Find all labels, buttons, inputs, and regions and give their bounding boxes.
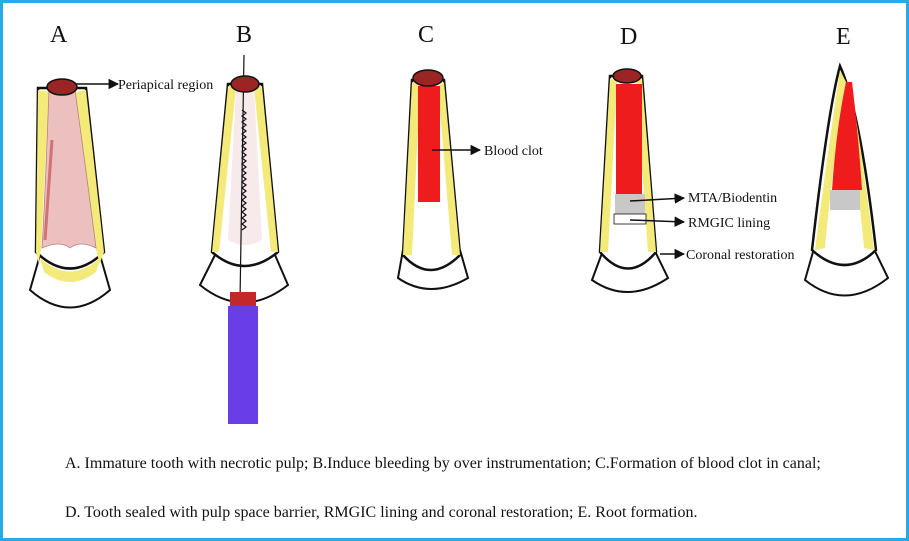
- tooth-b: [200, 55, 288, 424]
- blood-clot: [418, 86, 440, 202]
- apical-foramen: [231, 76, 259, 92]
- tooth-a: [30, 79, 110, 308]
- caption-line-1: A. Immature tooth with necrotic pulp; B.…: [65, 455, 821, 473]
- label-coronal-restoration: Coronal restoration: [686, 248, 794, 263]
- mta-barrier: [830, 190, 860, 210]
- label-periapical-region: Periapical region: [118, 78, 213, 93]
- label-rmgic-lining: RMGIC lining: [688, 216, 770, 231]
- apical-foramen: [47, 79, 77, 95]
- caption-line-2: D. Tooth sealed with pulp space barrier,…: [65, 504, 697, 522]
- label-mta-biodentin: MTA/Biodentin: [688, 191, 777, 206]
- tooth-e: [805, 66, 888, 296]
- coronal-space: [825, 210, 864, 255]
- tooth-c: [398, 70, 480, 289]
- mta-barrier: [615, 194, 645, 214]
- label-blood-clot: Blood clot: [484, 144, 543, 159]
- apical-foramen: [413, 70, 443, 86]
- rmgic-lining: [614, 214, 646, 224]
- apical-foramen: [613, 69, 641, 83]
- tooth-d: [592, 69, 684, 292]
- blood-clot: [616, 84, 642, 194]
- file-handle: [228, 306, 258, 424]
- bleeding-point: [230, 292, 256, 306]
